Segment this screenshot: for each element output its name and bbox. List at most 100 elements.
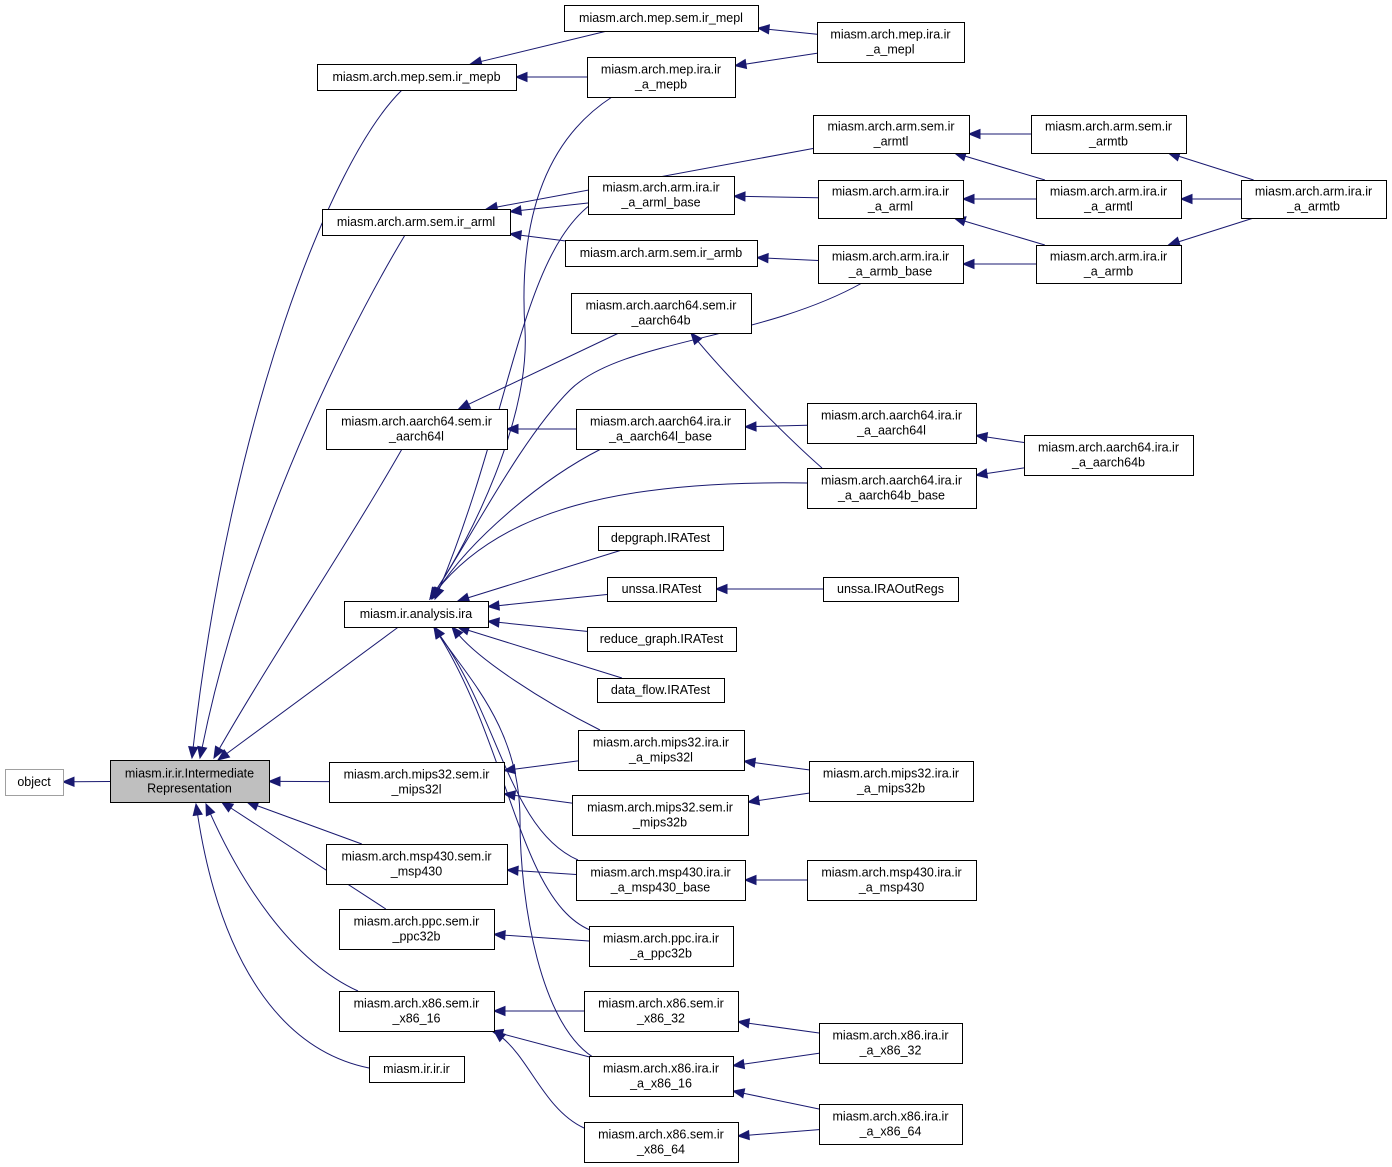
class-node-data-flow[interactable]: data_flow.IRATest [597,678,725,703]
class-node-mepb-sem[interactable]: miasm.arch.mep.sem.ir_mepb [317,64,517,91]
edge-line [513,794,573,804]
class-node-box [1036,245,1182,284]
class-node-analysis-ira[interactable]: miasm.ir.analysis.ira [344,601,489,628]
class-node-ir-ir[interactable]: miasm.ir.ir.ir [369,1056,465,1083]
class-node-label: miasm.arch.x86.ira.ir [603,1062,719,1076]
arrow-head-icon [213,745,225,760]
arrow-head-icon [492,1030,507,1043]
class-node-mep-ira-mepb[interactable]: miasm.arch.mep.ira.ir_a_mepb [587,57,736,98]
class-node-arml-sem[interactable]: miasm.arch.arm.sem.ir_arml [322,209,511,236]
edge-line [225,626,399,755]
class-node-label: _aarch64b [630,314,690,328]
edge-reduce_graph-to-analysis_ira [486,617,588,632]
class-node-armb-sem[interactable]: miasm.arch.arm.sem.ir_armb [565,240,758,267]
class-node-aarch64l-base[interactable]: miasm.arch.aarch64.ira.ir_a_aarch64l_bas… [576,409,746,450]
edge-line [744,52,818,65]
class-node-box [565,240,758,267]
class-node-aarch64b-base[interactable]: miasm.arch.aarch64.ira.ir_a_aarch64b_bas… [807,468,977,509]
class-node-msp430-ira[interactable]: miasm.arch.msp430.ira.ir_a_msp430 [807,860,977,901]
class-node-reduce-graph[interactable]: reduce_graph.IRATest [587,627,737,652]
class-node-label: miasm.arch.x86.sem.ir [354,997,480,1011]
class-node-x86-32-sem[interactable]: miasm.arch.x86.sem.ir_x86_32 [584,991,739,1032]
edge-armtb_sem-to-armtl_sem [967,128,1031,140]
edge-ir_ir-to-ir_repr [192,802,370,1069]
class-node-mepl-sem[interactable]: miasm.arch.mep.sem.ir_mepl [564,5,759,32]
edge-x86_64_ira-to-x86_64_sem [736,1129,820,1141]
class-node-unssa-test[interactable]: unssa.IRATest [607,577,717,602]
class-node-box [322,209,511,236]
class-node-box [589,926,734,967]
arrow-head-icon [429,586,442,601]
edge-line [513,760,579,770]
edge-analysis_ira-to-ir_repr [216,626,399,761]
class-node-arm-ira-arml[interactable]: miasm.arch.arm.ira.ir_a_arml [818,180,964,219]
edge-line [767,28,818,35]
edge-line [519,202,589,211]
class-node-label: _a_mips32l [628,751,693,765]
class-node-depgraph[interactable]: depgraph.IRATest [598,526,724,551]
class-node-aarch64l-ira[interactable]: miasm.arch.aarch64.ira.ir_a_aarch64l [807,403,977,444]
class-node-label: _a_msp430_base [610,881,710,895]
class-node-mips32b-ira[interactable]: miasm.arch.mips32.ira.ir_a_mips32b [809,761,974,802]
class-node-armtl-sem[interactable]: miasm.arch.arm.sem.ir_armtl [813,115,970,154]
class-node-label: _mips32l [390,783,441,797]
class-node-box [584,991,739,1032]
arrow-head-icon [736,1018,751,1029]
class-node-box [589,1056,734,1097]
arrow-head-icon [205,802,216,817]
class-node-label: _a_x86_16 [629,1077,692,1091]
class-node-object[interactable]: object [5,769,64,796]
arrow-head-icon [961,193,975,205]
class-node-box [329,762,505,803]
class-node-armtb-sem[interactable]: miasm.arch.arm.sem.ir_armtb [1031,115,1187,154]
class-node-box [587,627,737,652]
class-node-unssa-out[interactable]: unssa.IRAOutRegs [823,577,959,602]
class-node-ppc32b-ira[interactable]: miasm.arch.ppc.ira.ir_a_ppc32b [589,926,734,967]
class-node-box [607,577,717,602]
edge-mep_ira_mepb-to-analysis_ira [429,96,613,601]
class-node-mips32l-ira[interactable]: miasm.arch.mips32.ira.ir_a_mips32l [578,730,745,771]
arrow-head-icon [731,1058,746,1070]
class-node-label: miasm.arch.arm.ira.ir [602,181,719,195]
class-node-label: _a_armb [1083,265,1133,279]
class-node-x86-16-sem[interactable]: miasm.arch.x86.sem.ir_x86_16 [339,991,495,1032]
edge-aarch64l_sem-to-ir_repr [213,448,403,760]
class-node-arm-ira-armtb[interactable]: miasm.arch.arm.ira.ir_a_armtb [1241,180,1387,219]
edge-mep_ira_mepl-to-mepl_sem [756,24,818,35]
class-node-aarch64b-sem[interactable]: miasm.arch.aarch64.sem.ir_aarch64b [571,293,752,334]
class-node-arm-ira-arml-base[interactable]: miasm.arch.arm.ira.ir_a_arml_base [588,176,735,215]
class-node-ppc32b-sem[interactable]: miasm.arch.ppc.sem.ir_ppc32b [339,909,495,950]
class-node-label: miasm.arch.mep.sem.ir_mepl [579,11,743,25]
edge-line [697,340,823,469]
class-node-msp430-base[interactable]: miasm.arch.msp430.ira.ir_a_msp430_base [576,860,746,901]
class-node-box [809,761,974,802]
class-node-x86-16-ira[interactable]: miasm.arch.x86.ira.ir_a_x86_16 [589,1056,734,1097]
edge-aarch64l_ira-to-aarch64l_base [743,421,808,432]
arrow-head-icon [743,421,757,432]
class-node-x86-32-ira[interactable]: miasm.arch.x86.ira.ir_a_x86_32 [819,1023,963,1064]
class-node-arm-ira-armb-base[interactable]: miasm.arch.arm.ira.ir_a_armb_base [818,245,964,284]
class-node-x86-64-sem[interactable]: miasm.arch.x86.sem.ir_x86_64 [584,1122,739,1163]
class-node-box [819,1023,963,1064]
class-node-aarch64b-ira[interactable]: miasm.arch.aarch64.ira.ir_a_aarch64b [1024,435,1194,476]
edge-x86_32_sem-to-x86_16_sem [492,1005,584,1017]
class-node-label: miasm.ir.ir.ir [383,1062,450,1076]
arrow-head-icon [220,801,235,813]
edge-line [497,621,588,632]
class-node-box [578,730,745,771]
class-node-mep-ira-mepl[interactable]: miasm.arch.mep.ira.ir_a_mepl [817,22,965,63]
class-node-msp430-sem[interactable]: miasm.arch.msp430.sem.ir_msp430 [326,844,508,885]
arrow-head-icon [456,592,471,603]
class-node-arm-ira-armtl[interactable]: miasm.arch.arm.ira.ir_a_armtl [1036,180,1182,219]
class-node-mips32l-sem[interactable]: miasm.arch.mips32.sem.ir_mips32l [329,762,505,803]
class-node-aarch64l-sem[interactable]: miasm.arch.aarch64.sem.ir_aarch64l [326,409,508,450]
class-node-x86-64-ira[interactable]: miasm.arch.x86.ira.ir_a_x86_64 [819,1104,963,1145]
class-node-box [110,760,270,803]
arrow-head-icon [974,431,989,443]
edge-line [438,635,591,931]
class-node-arm-ira-armb[interactable]: miasm.arch.arm.ira.ir_a_armb [1036,245,1182,284]
edge-arm_ira_armb-to-arm_ira_arml [952,216,1045,246]
class-node-label: miasm.arch.arm.sem.ir [1045,120,1172,134]
class-node-mips32b-sem[interactable]: miasm.arch.mips32.sem.ir_mips32b [572,795,749,836]
